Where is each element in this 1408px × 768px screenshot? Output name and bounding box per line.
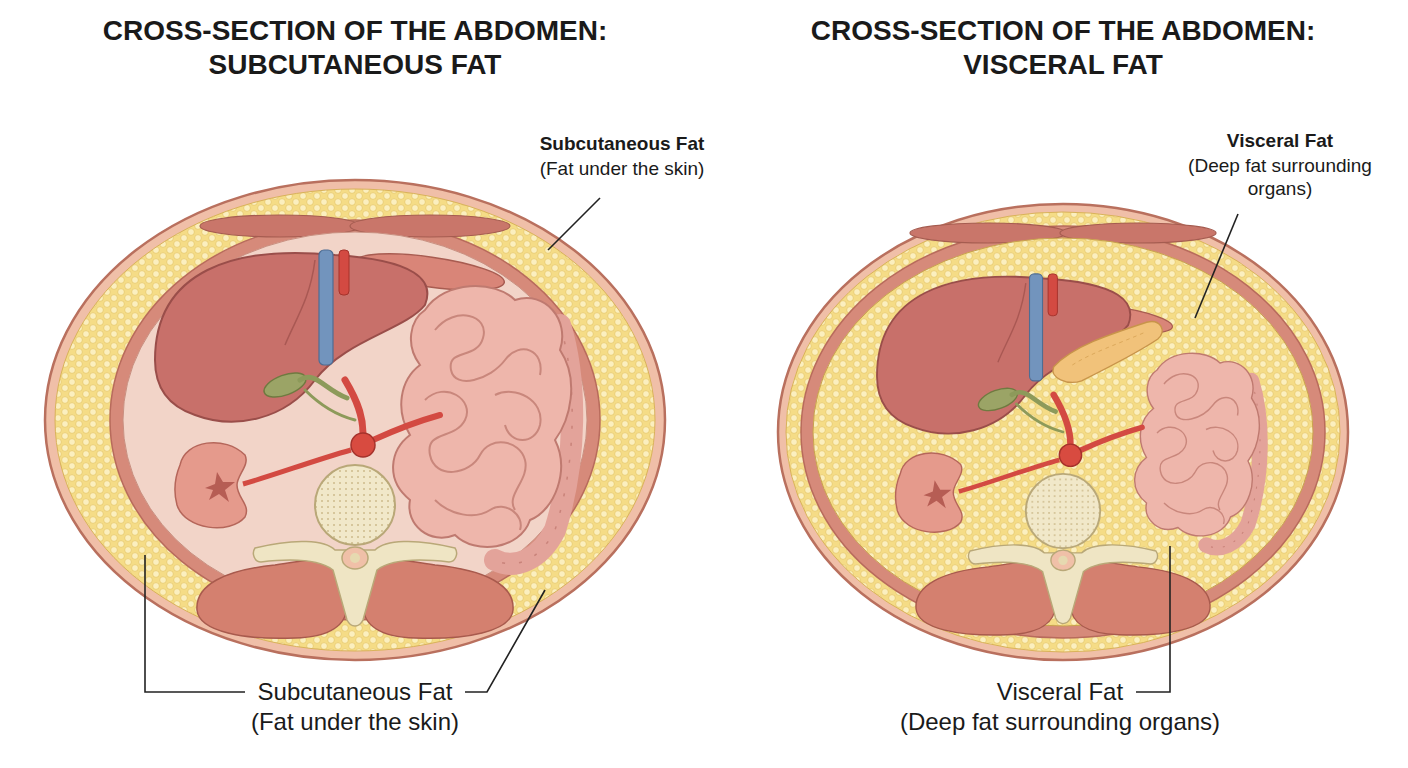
subcutaneous-fat (786, 212, 1340, 652)
muscle-wall (801, 226, 1325, 638)
organs (877, 274, 1210, 635)
pancreas (1053, 322, 1162, 383)
callout-note: (Deep fat surrounding organs) (830, 708, 1290, 737)
callout-note: (Fat under the skin) (205, 708, 505, 737)
panel-title: CROSS-SECTION OF THE ABDOMEN: SUBCUTANEO… (55, 14, 655, 81)
leader-lines (145, 198, 1238, 692)
panel-title: CROSS-SECTION OF THE ABDOMEN: VISCERAL F… (763, 14, 1363, 81)
skin (778, 204, 1348, 660)
leader-line (465, 590, 545, 692)
callout-label: Visceral Fat (830, 678, 1290, 707)
callout-note: (Deep fat surrounding organs) (1160, 155, 1400, 201)
organs (877, 274, 1210, 635)
callout-note: (Fat under the skin) (512, 158, 732, 181)
callout-label: Visceral Fat (1160, 130, 1400, 153)
abdomen-cross-section (778, 204, 1348, 660)
leader-line (1136, 546, 1170, 692)
abdomen-cross-section (45, 180, 665, 660)
skin (45, 180, 665, 660)
callout-label: Subcutaneous Fat (512, 133, 732, 156)
intestines (1135, 353, 1260, 547)
pancreas-lobules (1072, 332, 1146, 365)
leader-line (548, 198, 600, 250)
organs (155, 250, 513, 638)
leader-line (1195, 214, 1238, 318)
intestines (393, 286, 572, 564)
leader-line (145, 555, 245, 692)
callout-label: Subcutaneous Fat (205, 678, 505, 707)
